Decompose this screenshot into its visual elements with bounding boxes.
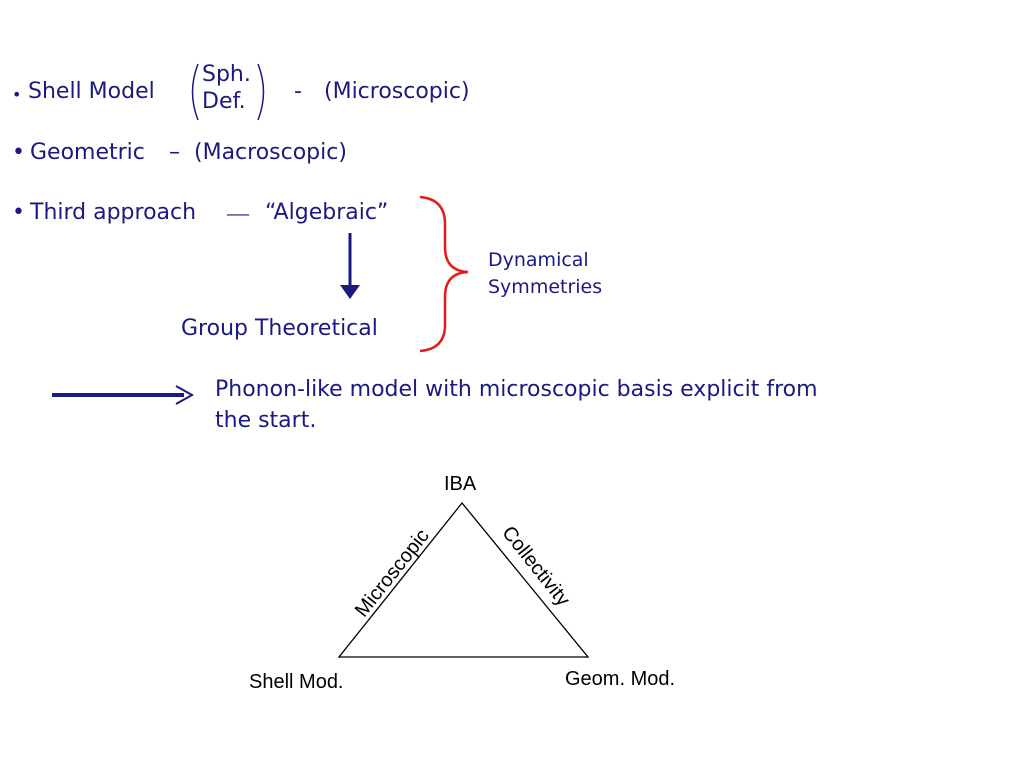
matrix-bottom: Def.: [202, 89, 246, 114]
phonon-text-line2: the start.: [215, 408, 317, 433]
line1-dash: -: [294, 79, 302, 104]
shell-model-label: Shell Model: [28, 79, 155, 104]
vertex-shell-mod: Shell Mod.: [249, 671, 344, 693]
triangle-right-side-label: Collectivity: [497, 522, 574, 610]
vertex-iba: IBA: [444, 473, 477, 495]
bullet-1: •: [12, 85, 22, 104]
geometric-label: Geometric: [30, 140, 145, 165]
dynamical-label: Dynamical: [488, 249, 589, 271]
symmetries-label: Symmetries: [488, 276, 603, 298]
line3-dash: —: [227, 200, 249, 225]
group-theoretical: Group Theoretical: [181, 316, 378, 341]
sph-def-matrix: Sph. Def.: [186, 62, 270, 122]
line1-note: (Microscopic): [324, 79, 470, 104]
curly-brace: [419, 195, 469, 353]
phonon-text-line1: Phonon-like model with microscopic basis…: [215, 377, 818, 402]
matrix-top: Sph.: [202, 62, 251, 87]
right-arrow-icon: [52, 385, 195, 405]
line2-dash: –: [169, 140, 180, 165]
down-arrow-icon: [340, 233, 360, 299]
triangle-diagram: [337, 501, 590, 658]
triangle-left-side-label: Microscopic: [351, 525, 434, 621]
third-approach-label: Third approach: [30, 200, 197, 225]
bullet-3: •: [12, 200, 25, 225]
matrix-brackets: [191, 63, 265, 121]
line3-note: “Algebraic”: [265, 200, 389, 225]
vertex-geom-mod: Geom. Mod.: [565, 668, 676, 690]
line2-note: (Macroscopic): [194, 140, 347, 165]
bullet-2: •: [12, 140, 25, 165]
